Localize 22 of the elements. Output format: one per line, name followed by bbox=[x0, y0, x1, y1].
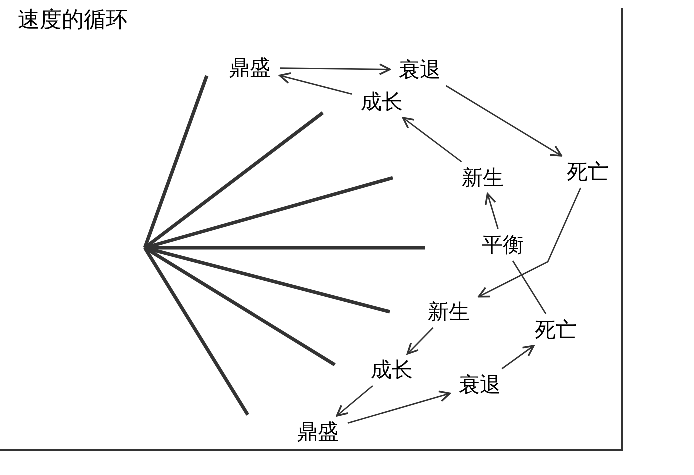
stage-label: 衰退 bbox=[459, 374, 501, 396]
arrow bbox=[446, 85, 563, 157]
arrow bbox=[280, 64, 391, 76]
stage-label: 死亡 bbox=[567, 162, 609, 182]
arrow bbox=[336, 385, 374, 417]
stage-label: 新生 bbox=[428, 302, 470, 322]
arrow bbox=[348, 390, 451, 424]
stage-label: 死亡 bbox=[535, 320, 577, 340]
stage-label: 平衡 bbox=[482, 234, 524, 256]
stage-label: 成长 bbox=[361, 92, 403, 112]
stage-label: 新生 bbox=[462, 168, 504, 188]
stage-label: 成长 bbox=[371, 360, 413, 380]
arrow bbox=[502, 345, 535, 370]
arrow bbox=[406, 328, 434, 355]
arrow bbox=[279, 72, 352, 95]
stage-label: 鼎盛 bbox=[229, 58, 271, 78]
arrow bbox=[484, 193, 499, 230]
stage-label: 衰退 bbox=[399, 60, 441, 80]
stage-label: 鼎盛 bbox=[297, 422, 339, 442]
diagram-title: 速度的循环 bbox=[18, 10, 128, 32]
arrow bbox=[478, 188, 582, 298]
arrow bbox=[402, 117, 462, 163]
